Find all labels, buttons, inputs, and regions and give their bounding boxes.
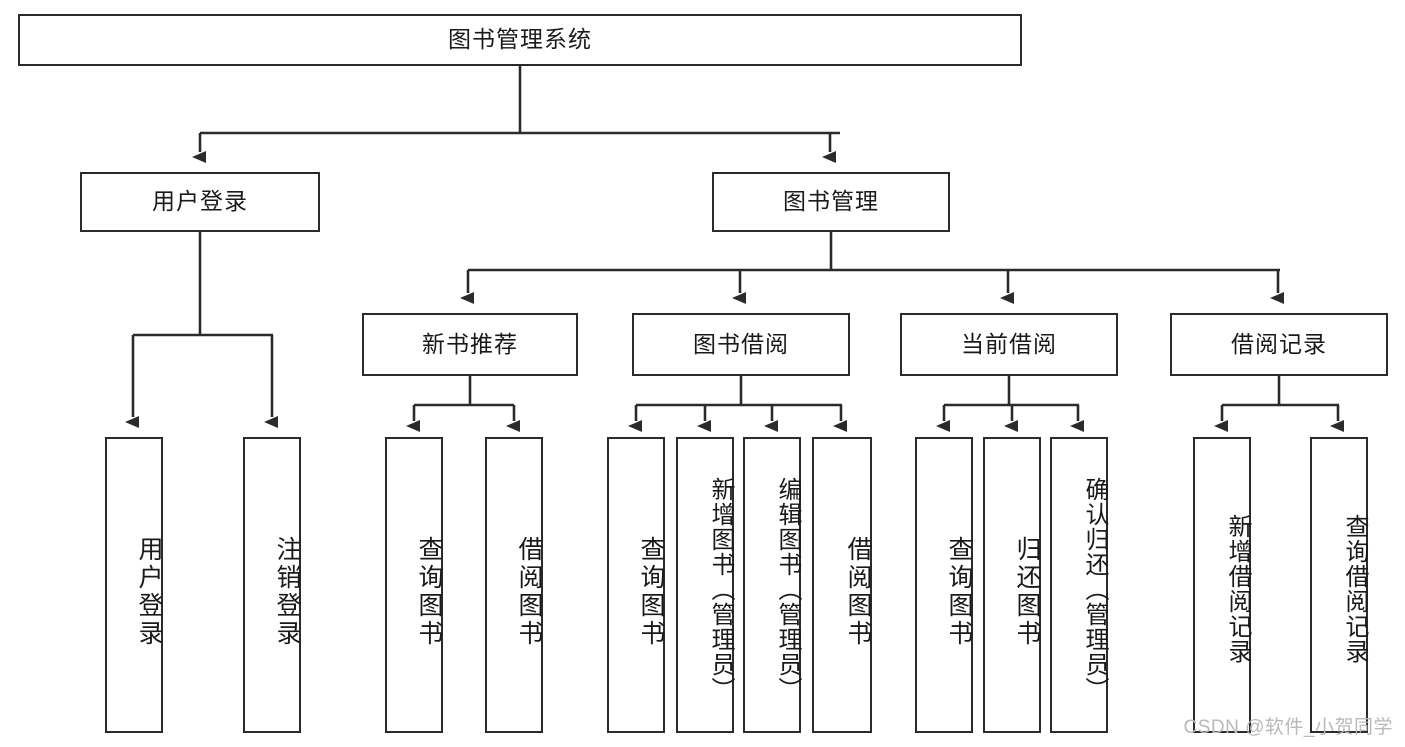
node-user-login[interactable]: 用户登录 <box>80 172 320 232</box>
node-book-borrow-label: 图书借阅 <box>693 330 789 357</box>
node-leaf-user-login-label: 用户登录 <box>135 536 163 648</box>
node-leaf-edit-book-admin-label: 编辑图书（管理员） <box>774 476 801 702</box>
node-current-borrow[interactable]: 当前借阅 <box>900 313 1118 376</box>
node-leaf-add-book-admin[interactable]: 新增图书（管理员） <box>676 437 734 733</box>
node-leaf-cur-query-book-label: 查询图书 <box>945 536 973 648</box>
node-leaf-rec-query-book-label: 查询图书 <box>415 536 443 648</box>
node-user-login-label: 用户登录 <box>152 188 248 215</box>
node-current-borrow-label: 当前借阅 <box>961 330 1057 357</box>
node-borrow-record[interactable]: 借阅记录 <box>1170 313 1388 376</box>
node-leaf-borrow-query-book-label: 查询图书 <box>637 536 665 648</box>
node-leaf-query-borrow-record-label: 查询借阅记录 <box>1341 514 1368 664</box>
node-leaf-return-book-label: 归还图书 <box>1013 536 1041 648</box>
node-leaf-return-book[interactable]: 归还图书 <box>983 437 1041 733</box>
node-leaf-edit-book-admin[interactable]: 编辑图书（管理员） <box>743 437 801 733</box>
node-leaf-add-borrow-record[interactable]: 新增借阅记录 <box>1193 437 1251 733</box>
node-leaf-rec-query-book[interactable]: 查询图书 <box>385 437 443 733</box>
node-leaf-query-borrow-record[interactable]: 查询借阅记录 <box>1310 437 1368 733</box>
node-book-borrow[interactable]: 图书借阅 <box>632 313 850 376</box>
node-leaf-cur-query-book[interactable]: 查询图书 <box>915 437 973 733</box>
node-leaf-rec-borrow-book[interactable]: 借阅图书 <box>485 437 543 733</box>
node-book-manage[interactable]: 图书管理 <box>712 172 950 232</box>
node-book-manage-label: 图书管理 <box>783 188 879 215</box>
node-leaf-rec-borrow-book-label: 借阅图书 <box>515 536 543 648</box>
node-leaf-borrow-query-book[interactable]: 查询图书 <box>607 437 665 733</box>
node-leaf-add-borrow-record-label: 新增借阅记录 <box>1224 514 1251 664</box>
node-leaf-user-logout-label: 注销登录 <box>273 536 301 648</box>
node-root-label: 图书管理系统 <box>448 26 592 53</box>
node-leaf-borrow-book-label: 借阅图书 <box>844 536 872 648</box>
node-leaf-user-logout[interactable]: 注销登录 <box>243 437 301 733</box>
node-new-book-rec-label: 新书推荐 <box>422 330 518 357</box>
node-new-book-rec[interactable]: 新书推荐 <box>362 313 578 376</box>
node-root[interactable]: 图书管理系统 <box>18 14 1022 66</box>
node-leaf-confirm-return-admin[interactable]: 确认归还（管理员） <box>1050 437 1108 733</box>
node-leaf-add-book-admin-label: 新增图书（管理员） <box>707 476 734 702</box>
node-leaf-borrow-book[interactable]: 借阅图书 <box>812 437 872 733</box>
node-leaf-user-login[interactable]: 用户登录 <box>105 437 163 733</box>
node-leaf-confirm-return-admin-label: 确认归还（管理员） <box>1081 476 1108 702</box>
node-borrow-record-label: 借阅记录 <box>1231 330 1327 357</box>
watermark-text: CSDN @软件_小贺同学 <box>1183 717 1393 738</box>
